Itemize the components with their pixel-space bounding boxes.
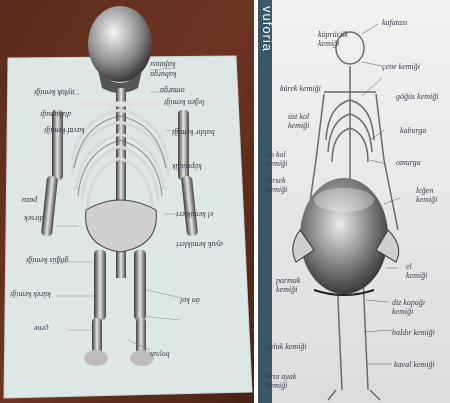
left-label-12: el kemikleri [176, 210, 214, 219]
left-label-13: ayak kemikleri [176, 240, 223, 249]
left-label-2: kaburga [150, 70, 176, 79]
label-kopracuk: köprücük kemiği [318, 30, 348, 48]
label-kafatasi: kafatası [382, 18, 407, 27]
left-label-4: leğen kemiği [164, 98, 205, 107]
right-photo: vuforia kafatası köprücük kemiği çene ke… [258, 0, 450, 403]
label-parmak: parmak kemiği [276, 276, 300, 294]
label-kaburga: kaburga [400, 126, 426, 135]
label-omurga: omurga [396, 158, 421, 167]
left-label-6: dizkapağı [40, 110, 71, 119]
left-label-7: kaval kemiği [44, 126, 85, 135]
label-orta-ayak: orta ayak kemiği [266, 372, 296, 390]
left-label-9: köprücük [172, 162, 202, 171]
left-photo-scene [0, 0, 254, 403]
label-dirsek: dirsek kemiği [266, 176, 287, 194]
left-label-18: boyun [150, 350, 170, 359]
left-label-11: dirsek [24, 214, 44, 223]
label-on-kol: ön kol kemiği [266, 150, 287, 168]
left-label-10: pazu [22, 196, 37, 205]
label-gogus: göğüs kemiği [396, 92, 438, 101]
left-label-15: kürek kemiği [10, 290, 51, 299]
label-cene: çene kemiği [382, 62, 420, 71]
label-uyluk: uyluk kemiği [266, 342, 307, 351]
left-label-16: ön kol [180, 296, 200, 305]
label-legen: leğen kemiği [416, 186, 437, 204]
label-kaval: kaval kemiği [394, 360, 435, 369]
vuforia-logo: vuforia [260, 6, 275, 52]
label-baldir: baldır kemiği [392, 328, 435, 337]
label-ust-kol: üst kol kemiği [288, 112, 309, 130]
left-label-8: baldır kemiği [172, 128, 215, 137]
left-label-3: omurga [160, 86, 185, 95]
label-el: el kemiği [406, 262, 427, 280]
left-label-1: kafatası [150, 60, 175, 69]
left-label-14: göğüs kemiği [26, 256, 68, 265]
label-diz: diz kapağı kemiği [392, 298, 425, 316]
left-label-5: uyluk kemiği [34, 88, 75, 97]
left-label-17: çene [34, 324, 49, 333]
left-photo: kafatası kaburga omurga leğen kemiği uyl… [0, 0, 254, 403]
label-kurek: kürek kemiği [280, 84, 321, 93]
